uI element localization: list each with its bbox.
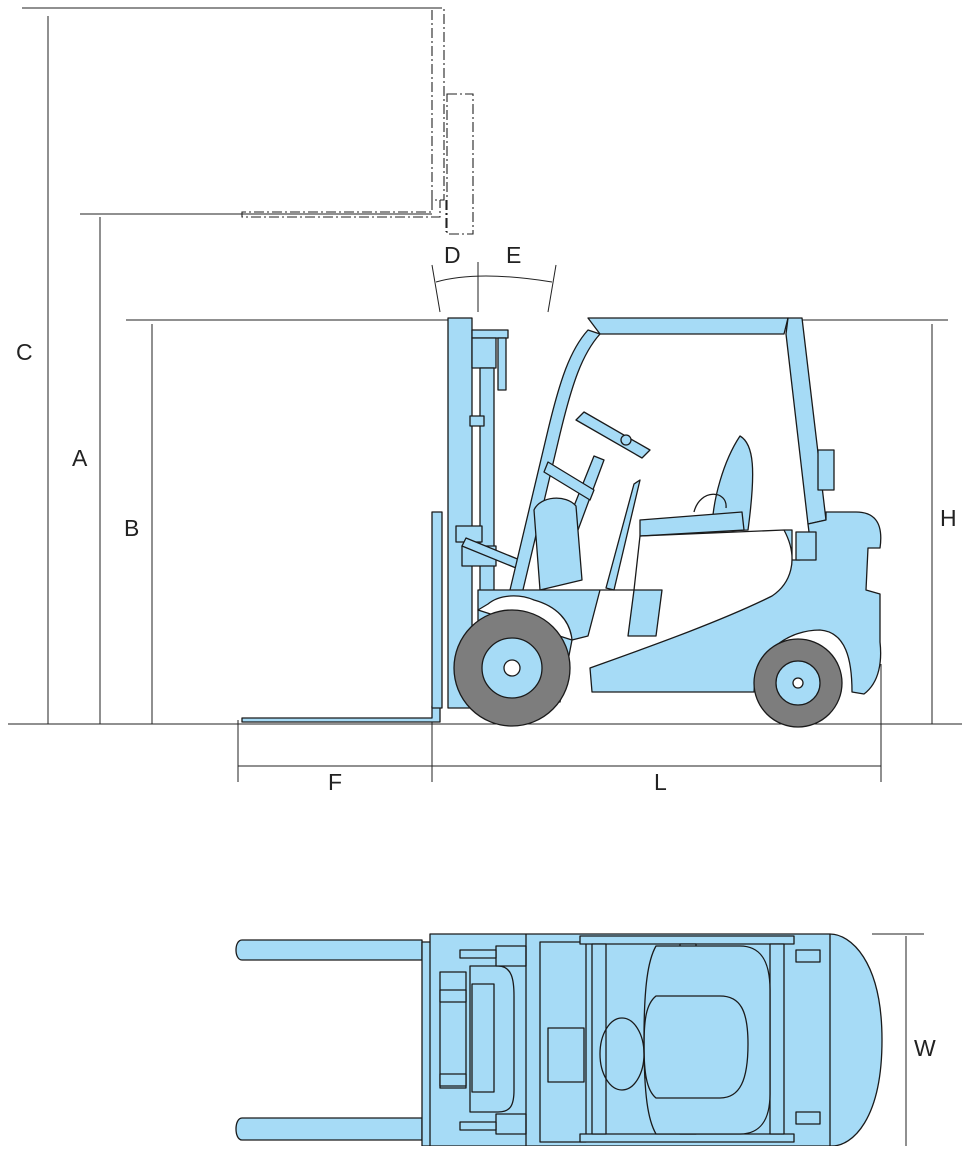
body-vent (795, 531, 817, 561)
dash-top (547, 1027, 585, 1083)
seat-top (643, 945, 771, 1135)
rear-pillar (785, 317, 827, 525)
forklift-side-view (241, 317, 882, 728)
rear-light-top-1 (795, 949, 821, 963)
steering-wheel (575, 411, 651, 459)
step-plate (627, 589, 663, 637)
raised-mast-outline (241, 7, 474, 235)
fork-top-1 (235, 939, 423, 961)
label-h: H (940, 505, 957, 531)
mast-channel-inner (471, 983, 495, 1093)
seat-cushion-top (643, 995, 749, 1099)
label-d: D (444, 242, 461, 268)
guard-rail-1 (579, 935, 795, 945)
d-left-tick (431, 264, 441, 313)
rear-axle (792, 677, 804, 689)
chassis-body (477, 511, 882, 695)
label-l: L (654, 769, 667, 795)
rear-light (817, 449, 835, 491)
rear-light-top-2 (795, 1111, 821, 1125)
label-a: A (72, 445, 88, 471)
mast-top-a (439, 989, 467, 1003)
mast-bracket-1 (469, 415, 485, 427)
label-c: C (16, 339, 33, 365)
tilt-arc (435, 275, 553, 283)
cylinder-rod-2 (459, 1121, 497, 1131)
seat-cushion (639, 511, 745, 537)
label-w: W (914, 1035, 936, 1061)
forklift-top-view (235, 933, 883, 1147)
guard-rail-2 (579, 1133, 795, 1143)
seat-handle (693, 493, 727, 513)
steering-knob (620, 434, 632, 446)
control-lever (605, 479, 641, 591)
overhead-guard-roof (587, 317, 789, 335)
mast-crossbar (471, 329, 509, 339)
label-b: B (124, 515, 139, 541)
e-right-tick (547, 264, 557, 313)
mast-top-b (439, 1073, 467, 1087)
guard-bar-3 (769, 943, 785, 1135)
dimension-labels: C A B D E H F L W (16, 242, 957, 1061)
cylinder-top-1 (495, 945, 527, 967)
label-f: F (328, 769, 342, 795)
steering-arm (543, 461, 595, 501)
cylinder-rod-1 (459, 949, 497, 959)
guard-bar-1 (591, 943, 607, 1135)
cylinder-top-2 (495, 1113, 527, 1135)
fork-side (241, 705, 441, 723)
fork-backrest (431, 511, 443, 709)
label-e: E (506, 242, 521, 268)
lift-cylinder-head (471, 337, 497, 369)
front-axle (503, 659, 521, 677)
dash-housing (533, 497, 583, 591)
fork-top-2 (235, 1117, 423, 1141)
chain-guard (497, 337, 507, 391)
